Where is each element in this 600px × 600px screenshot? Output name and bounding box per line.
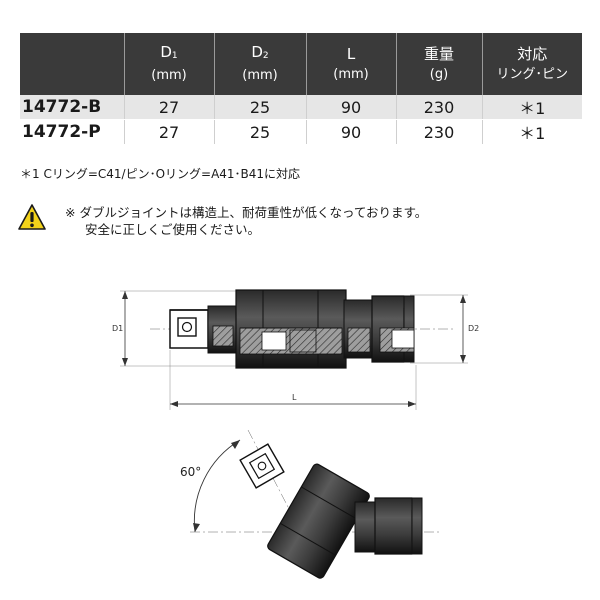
cell-ring-pin: ＊1 (481, 119, 582, 145)
footnote: ＊1 Cリング=C41/ピン･Oリング=A41･B41に対応 (20, 167, 301, 181)
universal-joint-drawing: D1 D2 (112, 289, 479, 579)
table-header-row: D1(mm) D2(mm) L(mm) 重量(g) 対応リング･ピン (20, 33, 582, 95)
cell-l: 90 (305, 119, 396, 145)
cell-d1: 27 (123, 95, 214, 120)
cell-weight: 230 (395, 119, 482, 145)
cell-l: 90 (305, 95, 396, 120)
cell-model: 14772-P (20, 119, 124, 145)
cell-d2: 25 (213, 119, 306, 145)
spec-table: D1(mm) D2(mm) L(mm) 重量(g) 対応リング･ピン 14772… (20, 33, 582, 145)
cell-model: 14772-B (20, 95, 124, 120)
cell-d1: 27 (123, 119, 214, 145)
angle-label: 60° (180, 465, 201, 479)
warning-text: ※ ダブルジョイントは構造上、耐荷重性が低くなっております。 安全に正しくご使用… (65, 204, 427, 238)
d2-label: D2 (468, 324, 479, 333)
header-weight: 重量(g) (395, 33, 482, 95)
caution-triangle-icon (18, 204, 46, 230)
d1-label: D1 (112, 324, 123, 333)
header-d2: D2(mm) (213, 33, 306, 95)
joint-angled-view: 60° (180, 429, 440, 579)
table-row: 14772-P 27 25 90 230 ＊1 (20, 119, 582, 145)
header-l: L(mm) (305, 33, 396, 95)
l-label: L (292, 393, 297, 402)
cell-ring-pin: ＊1 (481, 95, 582, 120)
header-d1: D1(mm) (123, 33, 214, 95)
warning-line-1: ※ ダブルジョイントは構造上、耐荷重性が低くなっております。 (65, 205, 428, 220)
header-ring-pin: 対応リング･ピン (481, 33, 582, 95)
warning-line-2: 安全に正しくご使用ください。 (85, 222, 261, 237)
cell-d2: 25 (213, 95, 306, 120)
cell-weight: 230 (395, 95, 482, 120)
joint-side-view: D1 D2 (112, 289, 479, 410)
warning-notice: ※ ダブルジョイントは構造上、耐荷重性が低くなっております。 安全に正しくご使用… (18, 204, 578, 244)
table-row: 14772-B 27 25 90 230 ＊1 (20, 95, 582, 120)
header-model (20, 33, 124, 95)
